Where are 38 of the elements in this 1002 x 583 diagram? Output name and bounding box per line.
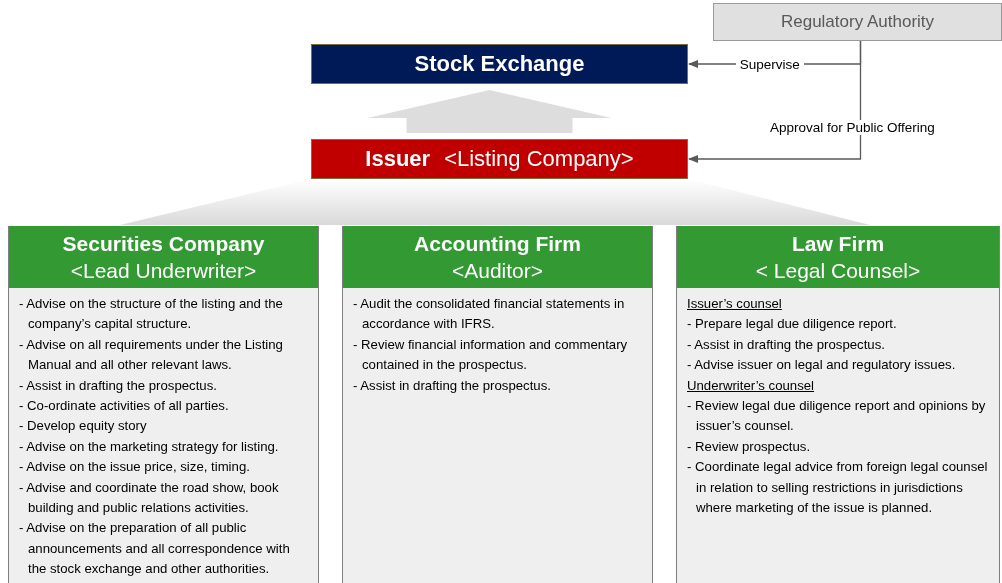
list-item: - Co-ordinate activities of all parties. xyxy=(19,397,230,416)
regulator-box xyxy=(713,3,1002,41)
exchange-box xyxy=(311,44,688,84)
list-item: - Assist in drafting the prospectus. xyxy=(353,376,552,395)
list-item: - Review legal due diligence report and opinions by issuer’s counsel. xyxy=(687,397,987,436)
list-item: - Assist in drafting the prospectus. xyxy=(19,376,218,395)
list-item: - Advise issuer on legal and regulatory issues. xyxy=(687,356,957,375)
list-item: - Review prospectus. xyxy=(687,437,812,456)
box-subtitle: <Listing Company> xyxy=(444,146,634,172)
panel-subtitle: <Auditor> xyxy=(450,258,545,284)
list-item: - Advise and coordinate the road show, book building and public relations activities. xyxy=(19,478,280,518)
box-title: Regulatory Authority xyxy=(780,12,935,32)
list-item: - Coordinate legal advice from foreign legal counsel in relation to selling restrictions in jurisdictions where marketing of the issue is planned. xyxy=(687,458,989,518)
box-title: Stock Exchange xyxy=(414,51,585,77)
panel-title: Law Firm xyxy=(790,231,886,257)
arrow xyxy=(688,40,862,163)
issuer-box xyxy=(311,139,688,179)
role-panel xyxy=(342,226,653,583)
section-heading: Issuer’s counsel xyxy=(687,295,783,313)
list-item: - Develop equity story xyxy=(19,417,148,436)
list-item: - Prepare legal due diligence report. xyxy=(687,315,898,334)
box-title: Issuer xyxy=(365,146,431,172)
block-arrow xyxy=(367,90,612,133)
panel-title: Accounting Firm xyxy=(413,231,582,257)
list-item: - Audit the consolidated financial statements in accordance with IFRS. xyxy=(353,295,626,334)
section-heading: Underwriter’s counsel xyxy=(687,376,816,395)
list-item: - Advise on the issue price, size, timing. xyxy=(19,458,251,477)
list-item: - Review financial information and commentary contained in the prospectus. xyxy=(353,335,629,375)
panel-title: Securities Company xyxy=(61,231,266,257)
panel-subtitle: < Legal Counsel> xyxy=(754,258,922,284)
role-panel xyxy=(676,226,1000,583)
list-item: - Assist in drafting the prospectus. xyxy=(687,335,886,354)
panel-subtitle: <Lead Underwriter> xyxy=(69,258,258,284)
list-item: - Advise on all requirements under the Listing Manual and all other relevant laws. xyxy=(19,335,284,375)
list-item: - Advise on the marketing strategy for listing. xyxy=(19,437,280,456)
role-panel xyxy=(8,226,319,583)
list-item: - Advise on the structure of the listing and the company’s capital structure. xyxy=(19,295,284,334)
list-item: - Advise on the preparation of all public announcements and all correspondence with the stock exchange and other authorities. xyxy=(19,519,291,579)
